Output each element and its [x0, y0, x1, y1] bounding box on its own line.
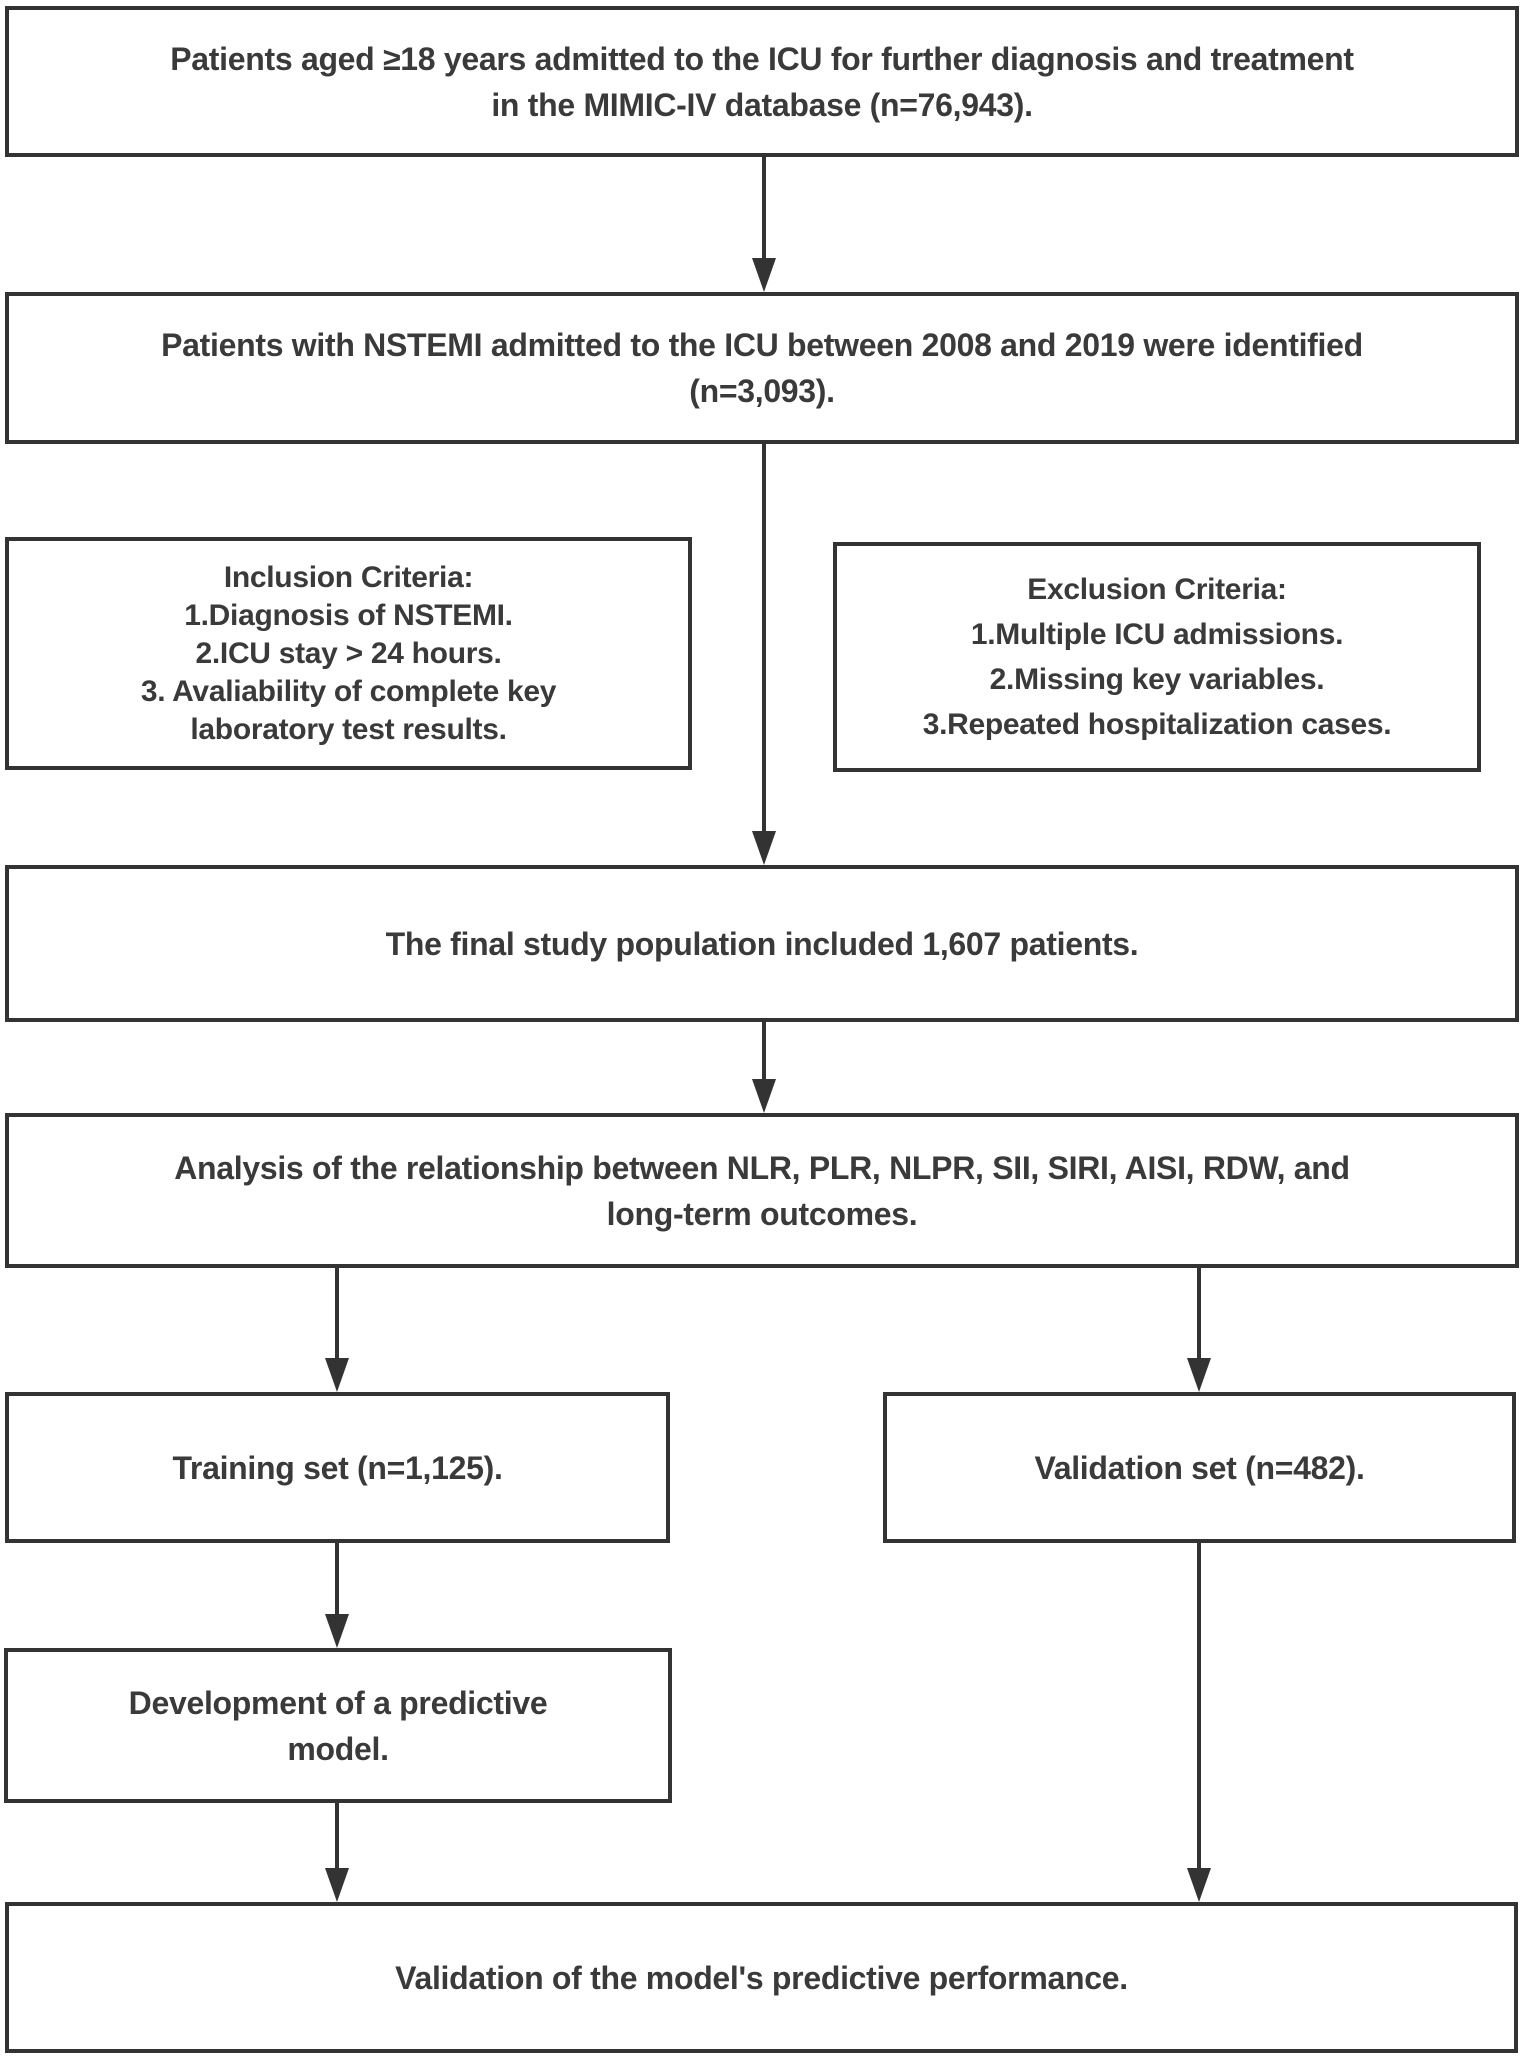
box-text-line: Validation of the model's predictive per… [395, 1959, 1128, 1996]
box-nstemi-identified: Patients with NSTEMI admitted to the ICU… [5, 292, 1519, 444]
arrowhead-down-icon [325, 1358, 349, 1392]
box-exclusion-criteria: Exclusion Criteria: 1.Multiple ICU admis… [833, 542, 1481, 772]
arrowhead-down-icon [1187, 1868, 1211, 1902]
box-text-line: 1.Multiple ICU admissions. [970, 618, 1344, 651]
box-model-validation: Validation of the model's predictive per… [5, 1902, 1518, 2053]
connector-training-to-development [325, 1543, 349, 1648]
box-text-line: long-term outcomes. [606, 1195, 918, 1232]
arrowhead-down-icon [752, 1079, 776, 1113]
arrow-shaft [1197, 1268, 1201, 1358]
box-text-line: 2.ICU stay > 24 hours. [195, 636, 502, 670]
arrowhead-down-icon [1187, 1358, 1211, 1392]
box-text-line: 3. Avaliability of complete key [140, 674, 557, 708]
box-text-line: Training set (n=1,125). [172, 1449, 503, 1486]
connector-development-to-validation-performance [325, 1803, 349, 1902]
box-text-line: Development of a predictive [128, 1684, 548, 1721]
box-training-set: Training set (n=1,125). [5, 1392, 670, 1543]
arrowhead-down-icon [752, 831, 776, 865]
arrow-shaft [762, 444, 766, 831]
connector-final-to-analysis [752, 1022, 776, 1113]
connector-analysis-to-training [325, 1268, 349, 1392]
box-text-line: in the MIMIC-IV database (n=76,943). [491, 86, 1033, 123]
box-icu-admission: Patients aged ≥18 years admitted to the … [5, 6, 1519, 157]
box-text-line: laboratory test results. [190, 712, 507, 746]
box-validation-set: Validation set (n=482). [883, 1392, 1516, 1543]
box-text-line: 3.Repeated hospitalization cases. [922, 708, 1392, 741]
arrow-shaft [1197, 1543, 1201, 1868]
box-text-line: (n=3,093). [689, 373, 835, 409]
box-text-line: Analysis of the relationship between NLR… [174, 1149, 1350, 1186]
box-text-line: Validation set (n=482). [1034, 1449, 1365, 1486]
connector-icu-to-nstemi [752, 157, 776, 292]
connector-analysis-to-validation [1187, 1268, 1211, 1392]
box-analysis: Analysis of the relationship between NLR… [5, 1113, 1519, 1268]
arrow-shaft [335, 1803, 339, 1868]
arrowhead-down-icon [325, 1614, 349, 1648]
box-inclusion-criteria: Inclusion Criteria: 1.Diagnosis of NSTEM… [5, 537, 692, 770]
arrowhead-down-icon [325, 1868, 349, 1902]
box-model-development: Development of a predictive model. [4, 1648, 672, 1803]
box-text-line: Exclusion Criteria: [1027, 573, 1287, 606]
box-text-line: Patients aged ≥18 years admitted to the … [170, 40, 1354, 77]
arrow-shaft [335, 1268, 339, 1358]
box-text-line: 2.Missing key variables. [989, 663, 1325, 696]
arrowhead-down-icon [752, 258, 776, 292]
box-text-line: 1.Diagnosis of NSTEMI. [184, 598, 513, 632]
box-text-line: The final study population included 1,60… [385, 925, 1139, 962]
box-text-line: model. [287, 1730, 389, 1767]
arrow-shaft [762, 1022, 766, 1079]
arrow-shaft [335, 1543, 339, 1614]
connector-nstemi-to-final [752, 444, 776, 865]
box-final-population: The final study population included 1,60… [5, 865, 1519, 1022]
arrow-shaft [762, 157, 766, 258]
connector-validation-to-validation-performance [1187, 1543, 1211, 1902]
box-text-line: Patients with NSTEMI admitted to the ICU… [161, 327, 1363, 363]
box-text-line: Inclusion Criteria: [223, 560, 474, 594]
